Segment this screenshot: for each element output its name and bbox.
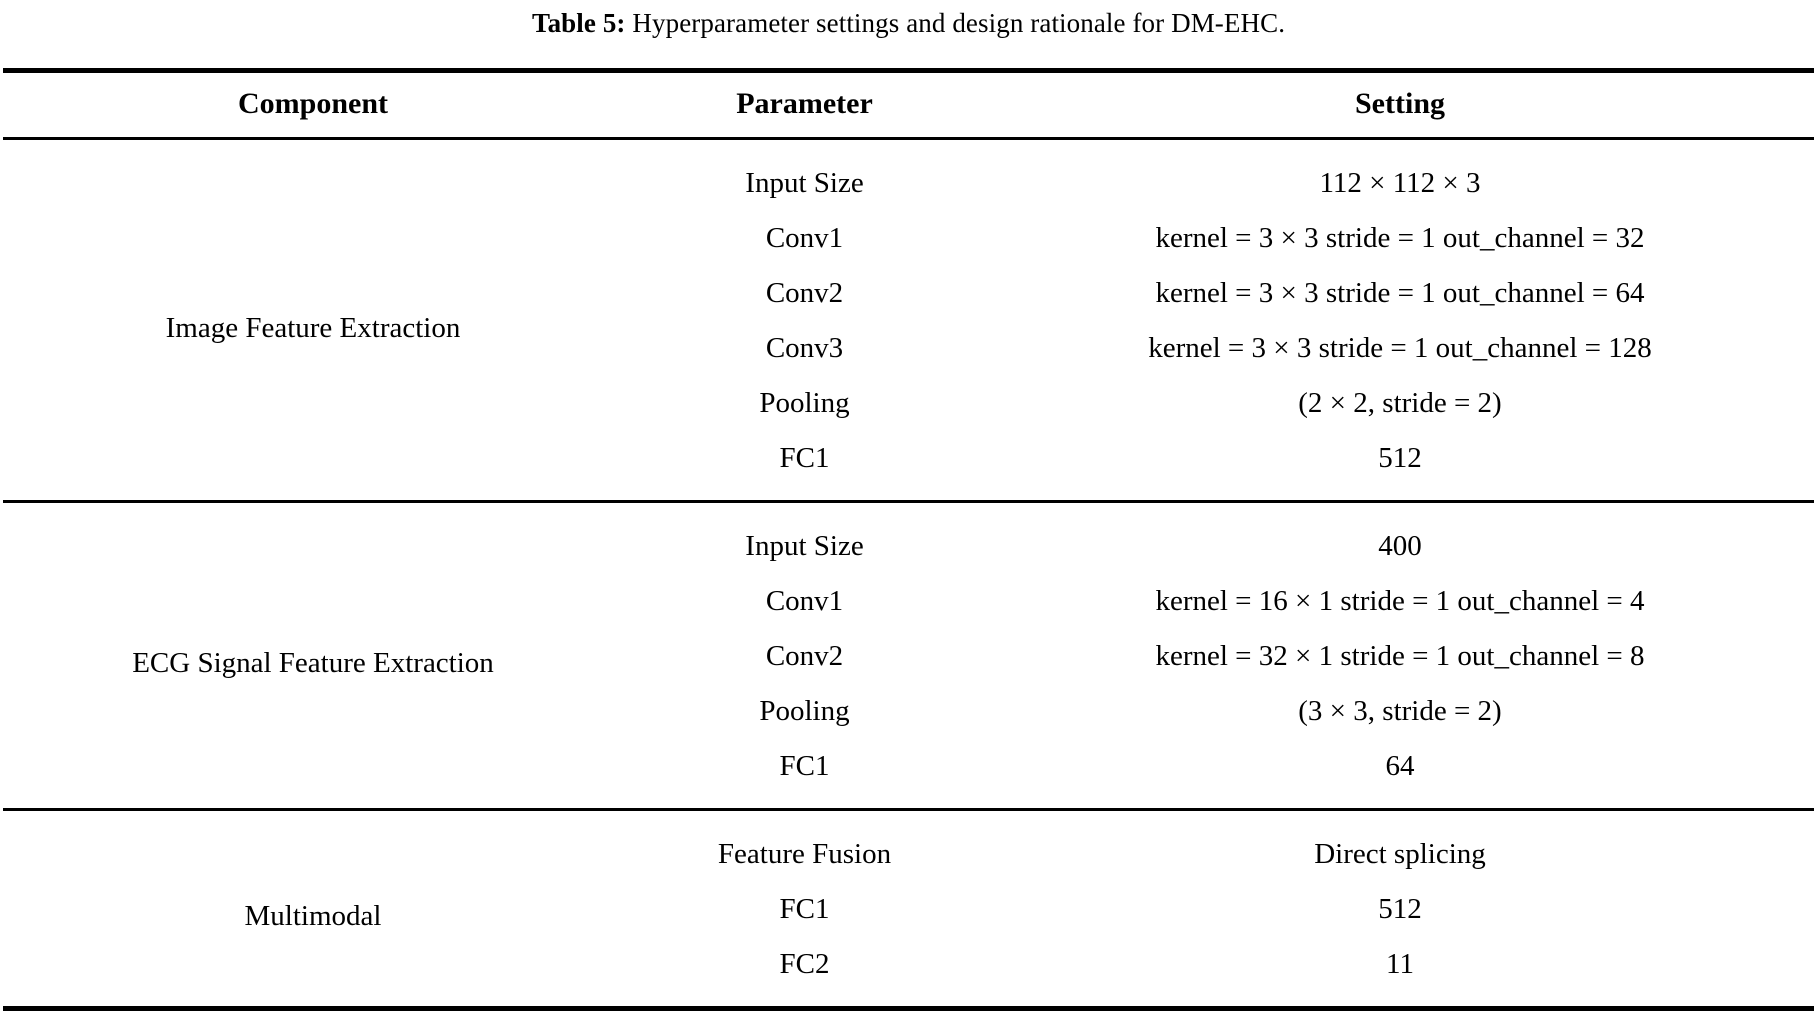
- table-body-section-3: Multimodal Feature Fusion Direct splicin…: [3, 811, 1814, 1013]
- rule-top: [3, 68, 1814, 75]
- cell-parameter: FC1: [779, 893, 830, 925]
- cell-parameter: Conv1: [765, 585, 844, 617]
- column-header-setting: Setting: [1355, 87, 1445, 120]
- table-row: Multimodal Feature Fusion Direct splicin…: [3, 811, 1814, 932]
- table-row: FC1 64: [3, 739, 1814, 810]
- table-body-section-2: ECG Signal Feature Extraction Input Size…: [3, 503, 1814, 812]
- table-row: Pooling (3 × 3, stride = 2): [3, 684, 1814, 739]
- table-row: FC2 11: [3, 937, 1814, 1009]
- cell-component: ECG Signal Feature Extraction: [132, 647, 494, 679]
- cell-component: Multimodal: [244, 900, 382, 932]
- cell-component: Image Feature Extraction: [165, 311, 461, 344]
- cell-parameter: FC1: [779, 750, 830, 782]
- cell-setting: kernel = 32 × 1 stride = 1 out_channel =…: [1155, 640, 1645, 672]
- caption-text: Hyperparameter settings and design ratio…: [632, 8, 1286, 38]
- cell-setting: kernel = 3 × 3 stride = 1 out_channel = …: [1148, 332, 1652, 364]
- table-row: Conv1 kernel = 3 × 3 stride = 1 out_chan…: [3, 211, 1814, 266]
- table-row: Conv1 kernel = 16 × 1 stride = 1 out_cha…: [3, 574, 1814, 629]
- column-header-parameter: Parameter: [736, 87, 873, 120]
- cell-parameter: Conv3: [765, 332, 844, 364]
- header-row: Component Parameter Setting: [3, 73, 1814, 139]
- rule-header-body: [3, 137, 1814, 141]
- cell-parameter: FC1: [779, 442, 830, 474]
- table-row: FC1 512: [3, 431, 1814, 502]
- table-row: Conv3 kernel = 3 × 3 stride = 1 out_chan…: [3, 321, 1814, 376]
- rule-section-2-3: [3, 808, 1814, 812]
- cell-parameter: Conv2: [765, 640, 844, 672]
- caption-label: Table 5:: [531, 8, 626, 38]
- cell-parameter: Pooling: [759, 695, 850, 727]
- cell-setting: kernel = 3 × 3 stride = 1 out_channel = …: [1155, 277, 1645, 309]
- hyperparameter-table-wrapper: Component Parameter Setting Image Featur…: [3, 68, 1814, 1013]
- column-header-component: Component: [237, 87, 388, 120]
- cell-setting: (3 × 3, stride = 2): [1298, 695, 1502, 727]
- table-row: Conv2 kernel = 32 × 1 stride = 1 out_cha…: [3, 629, 1814, 684]
- cell-setting: 64: [1385, 750, 1415, 782]
- cell-setting: 512: [1378, 442, 1422, 474]
- cell-setting: 11: [1386, 948, 1414, 980]
- cell-setting: 512: [1378, 893, 1422, 925]
- cell-setting: 112 × 112 × 3: [1319, 167, 1481, 199]
- table-row: Pooling (2 × 2, stride = 2): [3, 376, 1814, 431]
- table-row: FC1 512: [3, 882, 1814, 937]
- cell-setting: Direct splicing: [1314, 838, 1486, 870]
- table-body-section-1: Image Feature Extraction Input Size 112 …: [3, 140, 1814, 504]
- cell-parameter: Pooling: [759, 387, 850, 419]
- cell-parameter: Conv2: [765, 277, 844, 309]
- cell-setting: kernel = 16 × 1 stride = 1 out_channel =…: [1155, 585, 1645, 617]
- cell-setting: (2 × 2, stride = 2): [1298, 387, 1502, 419]
- cell-parameter: Conv1: [765, 222, 844, 254]
- cell-parameter: Input Size: [745, 167, 864, 199]
- cell-parameter: FC2: [779, 948, 830, 980]
- cell-setting: 400: [1378, 530, 1422, 562]
- rule-bottom: [3, 1006, 1814, 1013]
- table-row: Image Feature Extraction Input Size 112 …: [3, 140, 1814, 344]
- table-header: Component Parameter Setting: [3, 68, 1814, 141]
- cell-parameter: Feature Fusion: [717, 838, 892, 870]
- hyperparameter-table: Component Parameter Setting Image Featur…: [3, 68, 1814, 1013]
- rule-section-1-2: [3, 500, 1814, 504]
- table-row: Conv2 kernel = 3 × 3 stride = 1 out_chan…: [3, 266, 1814, 321]
- table-row: ECG Signal Feature Extraction Input Size…: [3, 503, 1814, 679]
- cell-parameter: Input Size: [745, 530, 864, 562]
- cell-setting: kernel = 3 × 3 stride = 1 out_channel = …: [1155, 222, 1645, 254]
- table-caption: Table 5: Hyperparameter settings and des…: [0, 6, 1817, 40]
